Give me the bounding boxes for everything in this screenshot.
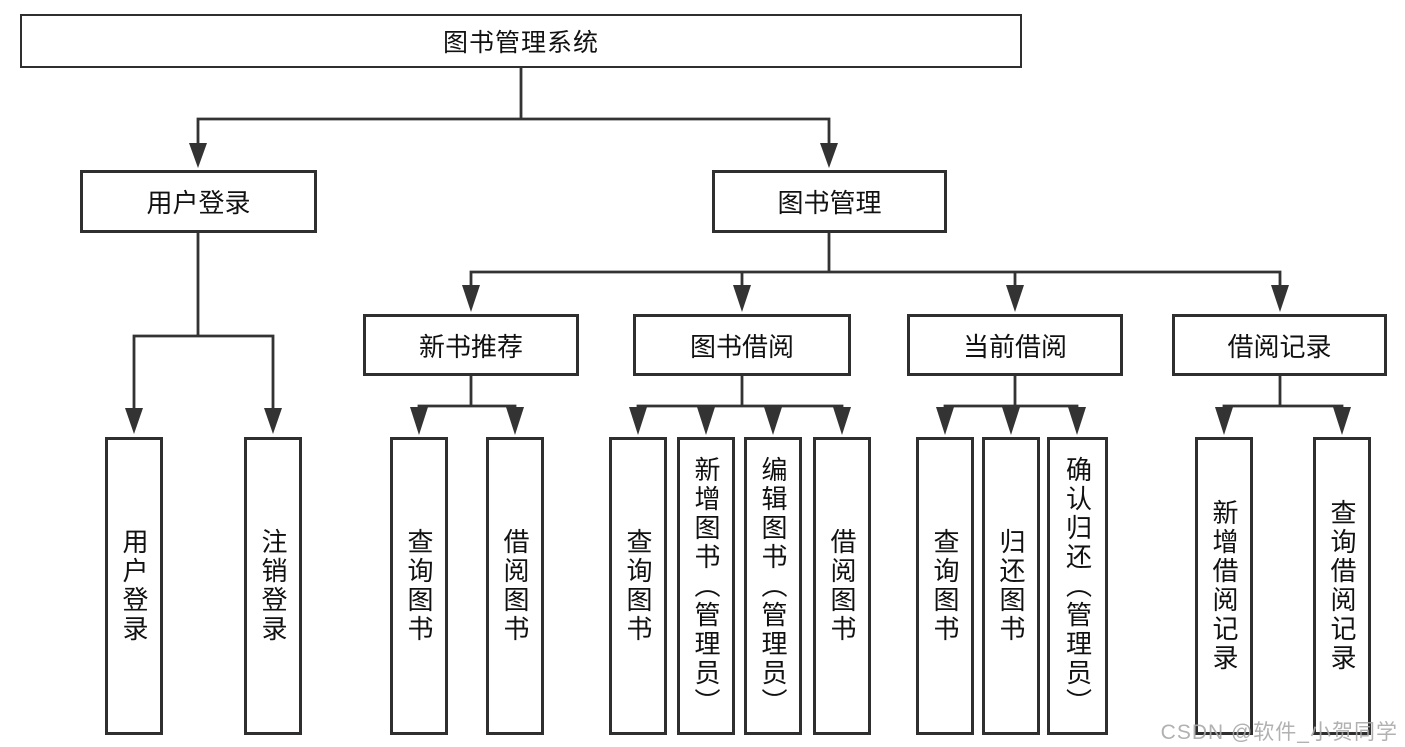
leaf-logout: 注销登录	[244, 437, 302, 735]
node-book-borrowing: 图书借阅	[633, 314, 851, 376]
connector-path	[636, 374, 844, 412]
arrowhead-icon	[1006, 285, 1024, 312]
arrowhead-icon	[1215, 407, 1233, 435]
node-user-login: 用户登录	[80, 170, 317, 233]
connector-path	[196, 66, 831, 148]
connector-path	[417, 374, 517, 412]
arrowhead-icon	[629, 407, 647, 435]
arrowhead-icon	[189, 143, 207, 168]
arrowhead-icon	[820, 143, 838, 168]
leaf-borrow-books-recommend: 借阅图书	[486, 437, 544, 735]
arrowhead-icon	[764, 407, 782, 435]
arrowhead-icon	[1271, 285, 1289, 312]
connector-path	[469, 231, 1282, 289]
leaf-return-books: 归还图书	[982, 437, 1040, 735]
leaf-user-login: 用户登录	[105, 437, 163, 735]
node-borrow-records: 借阅记录	[1172, 314, 1387, 376]
leaf-edit-books-admin: 编辑图书（管理员）	[744, 437, 802, 735]
arrowhead-icon	[506, 407, 524, 435]
arrowhead-icon	[462, 285, 480, 312]
leaf-confirm-return-admin: 确认归还（管理员）	[1047, 437, 1108, 735]
leaf-query-books-recommend: 查询图书	[390, 437, 448, 735]
arrowhead-icon	[936, 407, 954, 435]
arrowhead-icon	[1333, 407, 1351, 435]
arrowhead-icon	[833, 407, 851, 435]
arrowhead-icon	[1068, 407, 1086, 435]
node-book-management: 图书管理	[712, 170, 947, 233]
leaf-add-borrow-record: 新增借阅记录	[1195, 437, 1253, 735]
arrowhead-icon	[410, 407, 428, 435]
leaf-query-borrow-record: 查询借阅记录	[1313, 437, 1371, 735]
arrowhead-icon	[697, 407, 715, 435]
node-new-book-recommend: 新书推荐	[363, 314, 579, 376]
leaf-query-books-current: 查询图书	[916, 437, 974, 735]
connector-path	[1222, 374, 1344, 412]
arrowhead-icon	[264, 408, 282, 434]
node-current-borrowing: 当前借阅	[907, 314, 1123, 376]
arrowhead-icon	[1002, 407, 1020, 435]
csdn-watermark: CSDN @软件_小贺同学	[1160, 721, 1398, 744]
connector-path	[132, 231, 275, 412]
leaf-query-books-borrowing: 查询图书	[609, 437, 667, 735]
leaf-add-books-admin: 新增图书（管理员）	[677, 437, 735, 735]
connector-path	[943, 374, 1079, 412]
arrowhead-icon	[125, 408, 143, 434]
node-library-system: 图书管理系统	[20, 14, 1022, 68]
leaf-borrow-books-borrowing: 借阅图书	[813, 437, 871, 735]
arrowhead-icon	[733, 285, 751, 312]
